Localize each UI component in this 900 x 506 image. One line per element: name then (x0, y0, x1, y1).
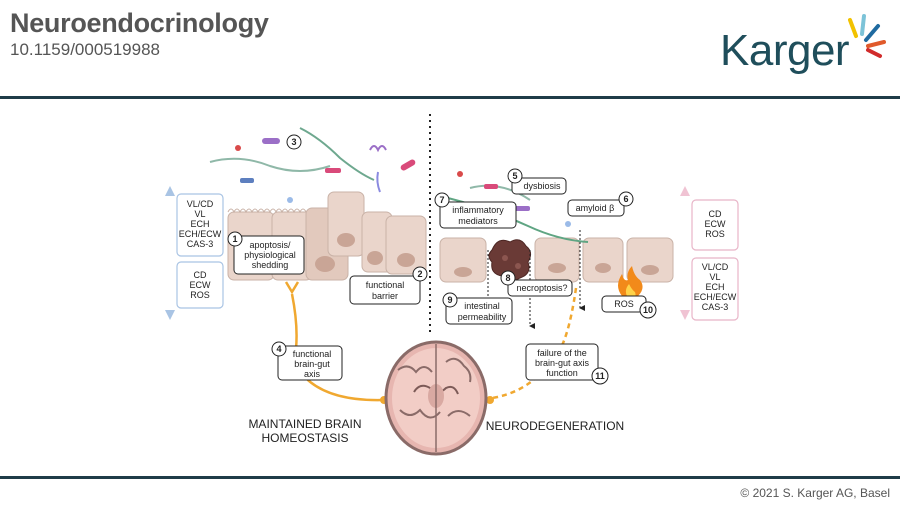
logo-sparkle-icon (848, 14, 886, 58)
flame-icon (618, 266, 643, 296)
left-marker-box-bottom: CD ECW ROS (176, 261, 224, 309)
left-outcome-label: MAINTAINED BRAIN (248, 417, 361, 431)
callout-text: inflammatory (452, 205, 504, 215)
callout-necroptosis: 8 necroptosis? (500, 270, 573, 297)
callout-number: 9 (447, 295, 452, 305)
right-marker-box-bottom: VL/CD VL ECH ECH/ECW CAS-3 (691, 257, 739, 321)
left-level-bar (165, 186, 175, 320)
callout-number: 2 (417, 269, 422, 279)
callout-apoptosis: 1 apoptosis/ physiological shedding (227, 231, 305, 275)
callout-text: shedding (252, 260, 289, 270)
callout-text: ROS (614, 299, 634, 309)
right-bottom-marker: VL (709, 272, 720, 282)
doi-text: 10.1159/000519988 (10, 40, 161, 59)
left-top-marker: ECH/ECW (179, 229, 222, 239)
right-bottom-marker: CAS-3 (702, 302, 729, 312)
callout-text: dysbiosis (523, 181, 561, 191)
callout-text: amyloid β (576, 203, 615, 213)
callout-ros: 10 ROS (601, 295, 657, 319)
callout-text: apoptosis/ (249, 240, 291, 250)
callout-dysbiosis: 5 dysbiosis (507, 168, 567, 195)
callout-number: 4 (276, 344, 281, 354)
callout-number: 11 (595, 371, 605, 381)
callout-permeability: 9 intestinal permeability (442, 292, 513, 325)
callout-text: mediators (458, 216, 498, 226)
callout-text: brain-gut (294, 359, 330, 369)
callout-text: functional (293, 349, 332, 359)
callout-text: necroptosis? (516, 283, 567, 293)
left-top-marker: CAS-3 (187, 239, 214, 249)
callout-axis-failure: 11 failure of the brain-gut axis functio… (525, 343, 609, 385)
callout-number: 8 (505, 273, 510, 283)
header-rule (0, 96, 900, 99)
callout-text: failure of the (537, 348, 587, 358)
left-bottom-marker: ECW (190, 280, 212, 290)
right-marker-box-top: CD ECW ROS (691, 199, 739, 251)
callout-number: 1 (232, 234, 237, 244)
microbiota-left (209, 127, 416, 203)
journal-title: Neuroendocrinology (10, 8, 269, 38)
brain-illustration (384, 340, 488, 456)
callout-number: 10 (643, 305, 653, 315)
callout-text: brain-gut axis (535, 358, 590, 368)
callout-text: axis (304, 369, 321, 379)
callout-number: 7 (439, 195, 444, 205)
callout-text: barrier (372, 291, 398, 301)
callout-number: 3 (291, 137, 296, 147)
publisher-logo: Karger (720, 12, 890, 82)
callout-text: intestinal (464, 301, 500, 311)
left-marker-box-top: VL/CD VL ECH ECH/ECW CAS-3 (176, 193, 224, 257)
right-bottom-marker: VL/CD (702, 262, 729, 272)
callout-number: 5 (512, 171, 517, 181)
left-top-marker: VL (194, 209, 205, 219)
right-top-marker: CD (709, 209, 722, 219)
callout-number: 6 (623, 194, 628, 204)
callout-text: functional (366, 280, 405, 290)
callout-inflammatory: 7 inflammatory mediators (434, 192, 517, 229)
right-bottom-marker: ECH (705, 282, 724, 292)
damaged-epithelium (439, 237, 674, 298)
left-top-marker: ECH (190, 219, 209, 229)
right-top-marker: ECW (705, 219, 727, 229)
callout-3: 3 (286, 134, 302, 150)
left-bottom-marker: ROS (190, 290, 210, 300)
callout-brain-gut-axis: 4 functional brain-gut axis (271, 341, 343, 381)
necrotic-cell (488, 239, 532, 282)
left-top-marker: VL/CD (187, 199, 214, 209)
left-bottom-marker: CD (194, 270, 207, 280)
copyright-text: © 2021 S. Karger AG, Basel (740, 486, 890, 500)
logo-wordmark: Karger (720, 26, 850, 75)
callout-functional-barrier: 2 functional barrier (349, 266, 428, 305)
left-outcome-label: HOMEOSTASIS (261, 431, 348, 445)
callout-text: function (546, 368, 578, 378)
right-top-marker: ROS (705, 229, 725, 239)
footer-rule (0, 476, 900, 479)
callout-amyloid: 6 amyloid β (567, 191, 634, 217)
callout-text: physiological (244, 250, 296, 260)
callout-text: permeability (458, 312, 507, 322)
right-bottom-marker: ECH/ECW (694, 292, 737, 302)
right-outcome-label: NEURODEGENERATION (486, 419, 624, 433)
right-level-bar (680, 186, 690, 320)
brain-gut-figure: VL/CD VL ECH ECH/ECW CAS-3 CD ECW ROS CD… (165, 114, 739, 456)
